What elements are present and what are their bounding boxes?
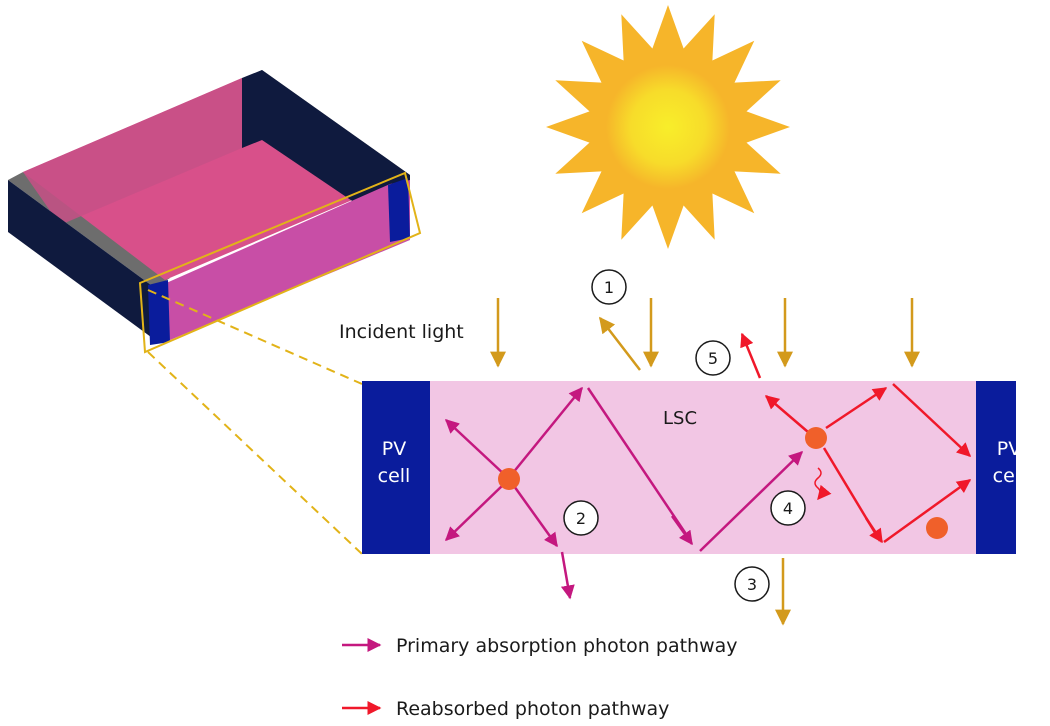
- primary-arrow-escape: [560, 551, 575, 600]
- primary-arrow-ll: [444, 483, 505, 541]
- marker-4: 4: [770, 490, 806, 526]
- primary-zigzag-1: [586, 387, 692, 541]
- zoom-lines: [147, 289, 363, 555]
- sun: [546, 5, 790, 249]
- box-back-wall: [23, 78, 242, 225]
- reflected-arrow: [599, 316, 641, 371]
- pv-right-label-line2: cell: [993, 465, 1026, 487]
- sun-core: [606, 65, 730, 189]
- incident-light-label: Incident light: [339, 321, 464, 343]
- luminophore-1: [498, 468, 520, 490]
- pv-cell-left: [362, 381, 430, 554]
- zoom-line-bottom: [147, 351, 363, 555]
- box-left-dark-side: [8, 180, 155, 340]
- box-front-pv-right: [388, 178, 410, 242]
- luminophore-3: [926, 517, 948, 539]
- reabsorbed-arrow-upright: [825, 386, 888, 430]
- thermal-loss-squiggle: [814, 467, 832, 501]
- reabsorbed-arrow-right: [892, 383, 972, 457]
- primary-arrowhead-3: [670, 515, 694, 546]
- legend: Primary absorption photon pathway Reabso…: [342, 635, 738, 720]
- reabsorbed-pathways: [740, 332, 972, 544]
- primary-arrow-lr: [512, 485, 559, 548]
- svg-text:5: 5: [708, 349, 718, 368]
- pv-right-label-line1: PV: [997, 438, 1021, 460]
- pv-cell-right: [976, 381, 1016, 554]
- svg-text:4: 4: [783, 499, 793, 518]
- reabsorbed-arrow-upleft: [764, 395, 809, 433]
- primary-arrow-zigzag-2: [699, 451, 804, 552]
- marker-3: 3: [734, 566, 770, 602]
- primary-arrow-ul: [444, 419, 507, 477]
- marker-1: 1: [591, 269, 627, 305]
- lsc-label: LSC: [663, 408, 697, 429]
- box-front-pv-left: [148, 280, 170, 345]
- incident-arrows: [490, 298, 920, 626]
- primary-arrow-ur: [511, 386, 583, 475]
- reabsorbed-arrow-escape: [740, 332, 762, 379]
- luminophore-2: [805, 427, 827, 449]
- zoom-highlight-box: [138, 171, 422, 354]
- pv-left-label-line2: cell: [378, 465, 411, 487]
- zoom-line-top: [147, 289, 363, 385]
- primary-pathways: [444, 386, 804, 600]
- legend-reabsorbed-label: Reabsorbed photon pathway: [396, 698, 669, 720]
- svg-text:3: 3: [747, 575, 757, 594]
- box-back-right-wall: [242, 70, 262, 148]
- marker-2: 2: [563, 500, 599, 536]
- reabsorbed-arrowhead-down: [864, 517, 884, 544]
- reabsorbed-arrow-to-pv: [883, 478, 972, 544]
- svg-text:1: 1: [604, 278, 614, 297]
- pv-left-label-line1: PV: [382, 438, 406, 460]
- marker-5: 5: [695, 340, 731, 376]
- legend-primary-label: Primary absorption photon pathway: [396, 635, 738, 657]
- lsc-3d-model: [8, 70, 422, 354]
- box-front-face: [155, 180, 410, 340]
- svg-text:2: 2: [576, 509, 586, 528]
